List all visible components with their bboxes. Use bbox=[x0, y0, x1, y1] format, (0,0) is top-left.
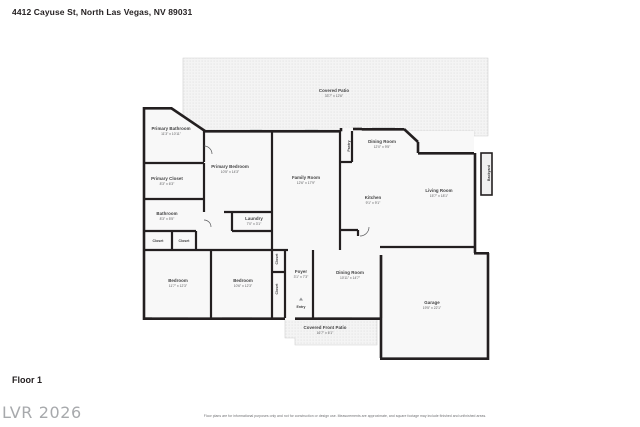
disclaimer-text: Floor plans are for informational purpos… bbox=[203, 414, 487, 418]
fill-garage bbox=[380, 255, 487, 360]
watermark: LVR 2026 bbox=[2, 403, 82, 422]
backyard-strip bbox=[480, 152, 493, 196]
fill-right bbox=[340, 128, 474, 264]
door-swings bbox=[203, 145, 370, 237]
door-kitchen bbox=[359, 226, 370, 237]
interior-floor-fills bbox=[143, 107, 487, 360]
wall-ext-angled bbox=[170, 106, 206, 133]
door-primary-bath bbox=[203, 145, 213, 155]
entry-label: Entry bbox=[296, 305, 306, 309]
floor-label: Floor 1 bbox=[12, 375, 43, 385]
page-title: 4412 Cayuse St, North Las Vegas, NV 8903… bbox=[12, 7, 193, 17]
covered-patio-area bbox=[182, 57, 489, 137]
door-bathroom bbox=[203, 219, 212, 228]
wall-bay-right-angle bbox=[403, 128, 419, 143]
walls bbox=[142, 106, 493, 361]
fill-left-wing bbox=[143, 107, 204, 250]
entry-arrow bbox=[299, 297, 303, 301]
fill-lower bbox=[143, 250, 380, 320]
